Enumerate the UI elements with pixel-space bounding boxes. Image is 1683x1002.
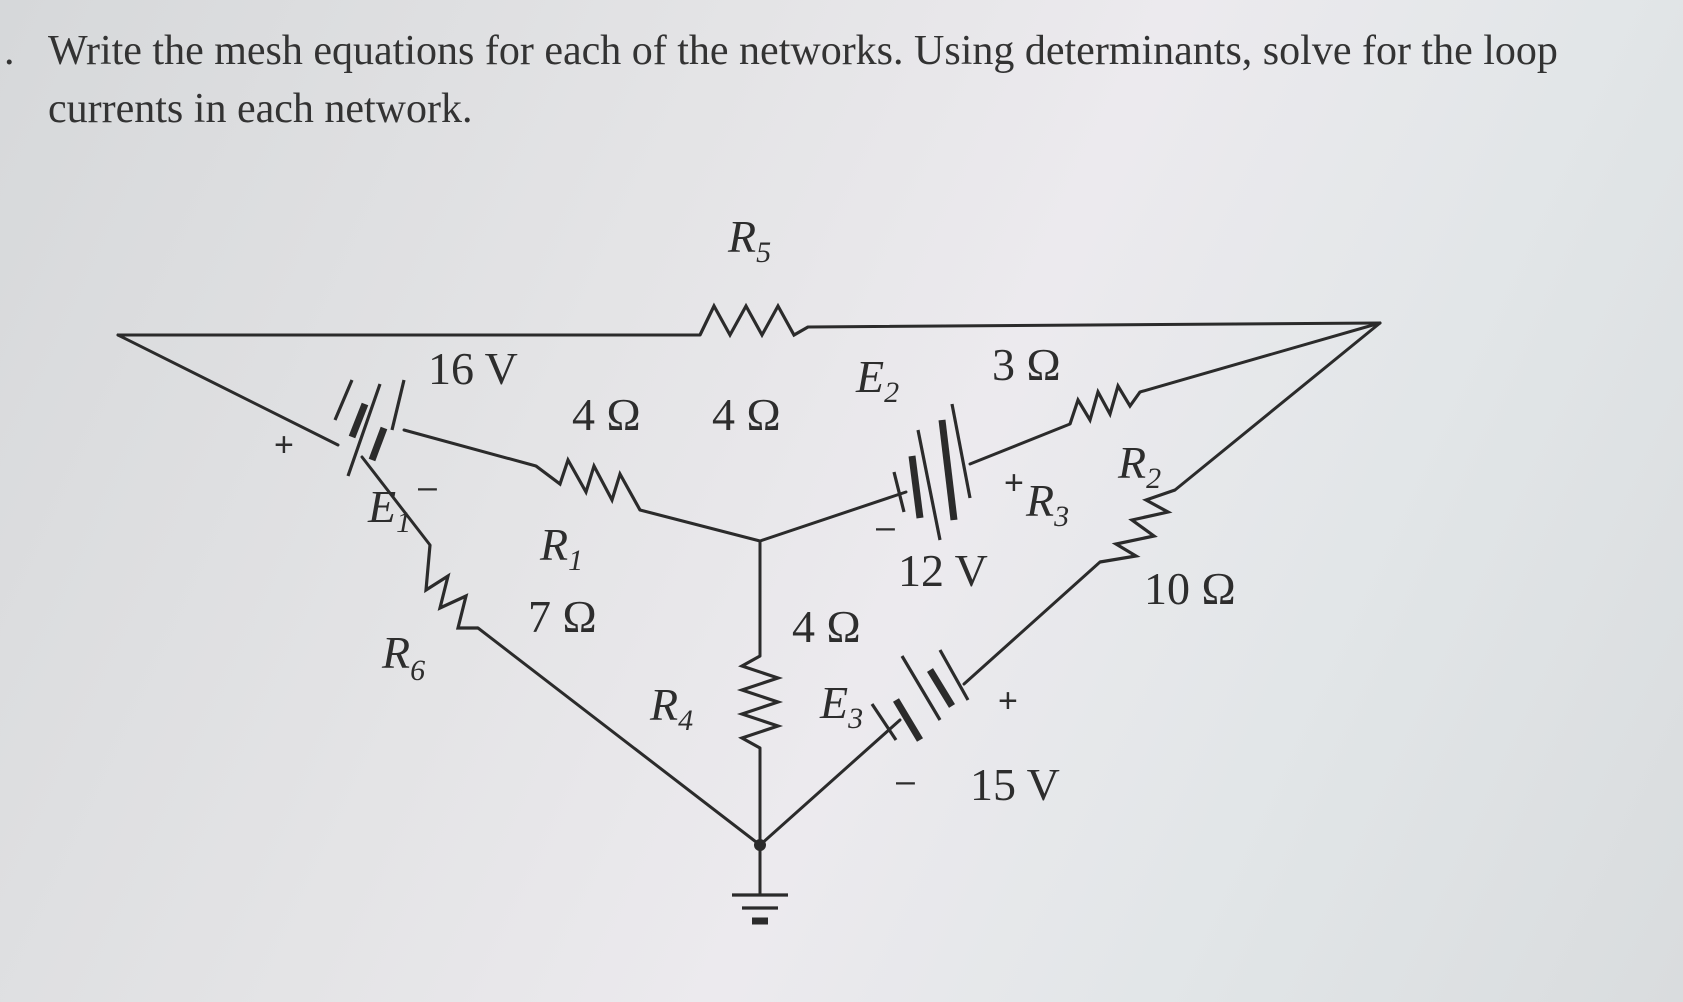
e2-to-r3-wire <box>968 422 1072 466</box>
r5-label: R5 <box>727 211 771 269</box>
inner-left-wire <box>402 428 762 543</box>
e1-value: 16 V <box>428 343 518 394</box>
battery-e3-symbol <box>870 649 970 742</box>
right-top-wire <box>1138 321 1382 394</box>
resistor-r2-symbol <box>1099 488 1176 564</box>
e3-minus-sign: – <box>896 762 915 800</box>
battery-e2-symbol <box>892 403 972 541</box>
resistor-r4-symbol <box>736 654 784 750</box>
resistor-r1-symbol <box>535 456 642 511</box>
right-outer-wire <box>1173 321 1382 492</box>
problem-statement: . Write the mesh equations for each of t… <box>4 22 1648 138</box>
problem-bullet: . <box>4 28 15 74</box>
r3-value: 3 Ω <box>992 339 1061 390</box>
ground-node <box>754 839 766 897</box>
r3-label: R3 <box>1025 475 1069 533</box>
e1-plus-sign: + <box>274 426 294 464</box>
top-wire <box>116 321 1382 337</box>
left-wire <box>116 333 762 847</box>
e2-value: 12 V <box>898 545 988 596</box>
e2-plus-sign: + <box>1004 464 1024 502</box>
resistor-r3-symbol <box>1068 382 1142 425</box>
e3-plus-sign: + <box>998 682 1018 720</box>
r6-label: R6 <box>381 627 425 687</box>
r2-label: R2 <box>1117 437 1161 495</box>
center-to-e2-wire <box>758 490 908 543</box>
e1-label: E1 <box>367 481 411 539</box>
e1-minus-sign: – <box>418 468 437 506</box>
problem-line-2: currents in each network. <box>48 86 473 132</box>
r5-value: 4 Ω <box>712 389 781 440</box>
battery-e1-symbol <box>333 379 406 477</box>
ground-icon <box>732 893 788 925</box>
r4-value: 4 Ω <box>792 601 861 652</box>
r2-value: 10 Ω <box>1144 563 1236 614</box>
e3-value: 15 V <box>970 759 1060 810</box>
problem-line-1: Write the mesh equations for each of the… <box>48 28 1558 74</box>
e2-minus-sign: – <box>876 508 895 546</box>
right-lower-wire <box>758 560 1102 847</box>
e3-label: E3 <box>819 677 863 735</box>
resistor-r5-symbol <box>698 302 809 339</box>
r6-value: 7 Ω <box>528 591 597 642</box>
resistor-r6-symbol <box>424 544 478 630</box>
e2-label: E2 <box>855 351 899 409</box>
r4-label: R4 <box>649 679 693 737</box>
r1-label: R1 <box>539 519 583 577</box>
r1-value: 4 Ω <box>572 389 641 440</box>
